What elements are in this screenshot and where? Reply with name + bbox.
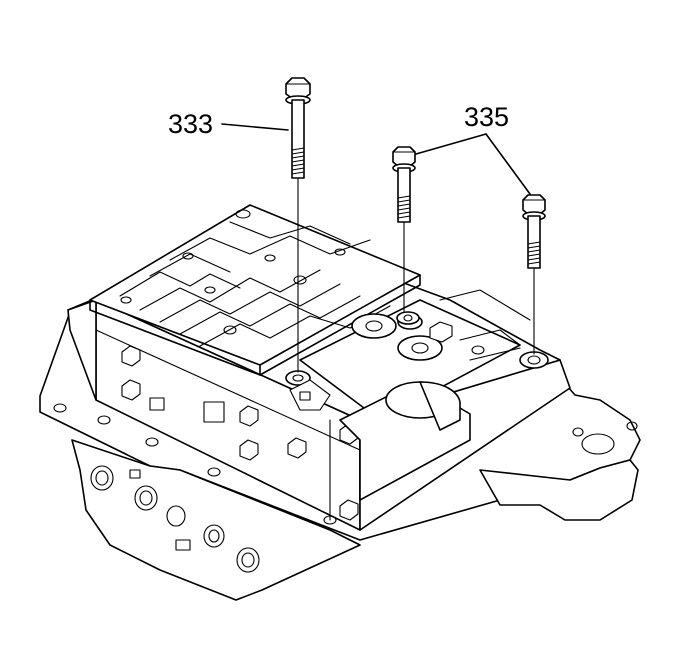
leader-lines — [221, 123, 531, 195]
channel-plate — [89, 204, 421, 376]
bolt-335-a — [392, 146, 416, 313]
bolt-333 — [285, 77, 311, 373]
callout-333: 333 — [168, 109, 213, 139]
callout-335: 335 — [464, 102, 509, 132]
bolt-seats — [285, 311, 549, 411]
bolt-seat-335-a — [396, 311, 420, 325]
accumulator-housing — [299, 289, 531, 501]
bolt-335-b — [522, 194, 546, 355]
